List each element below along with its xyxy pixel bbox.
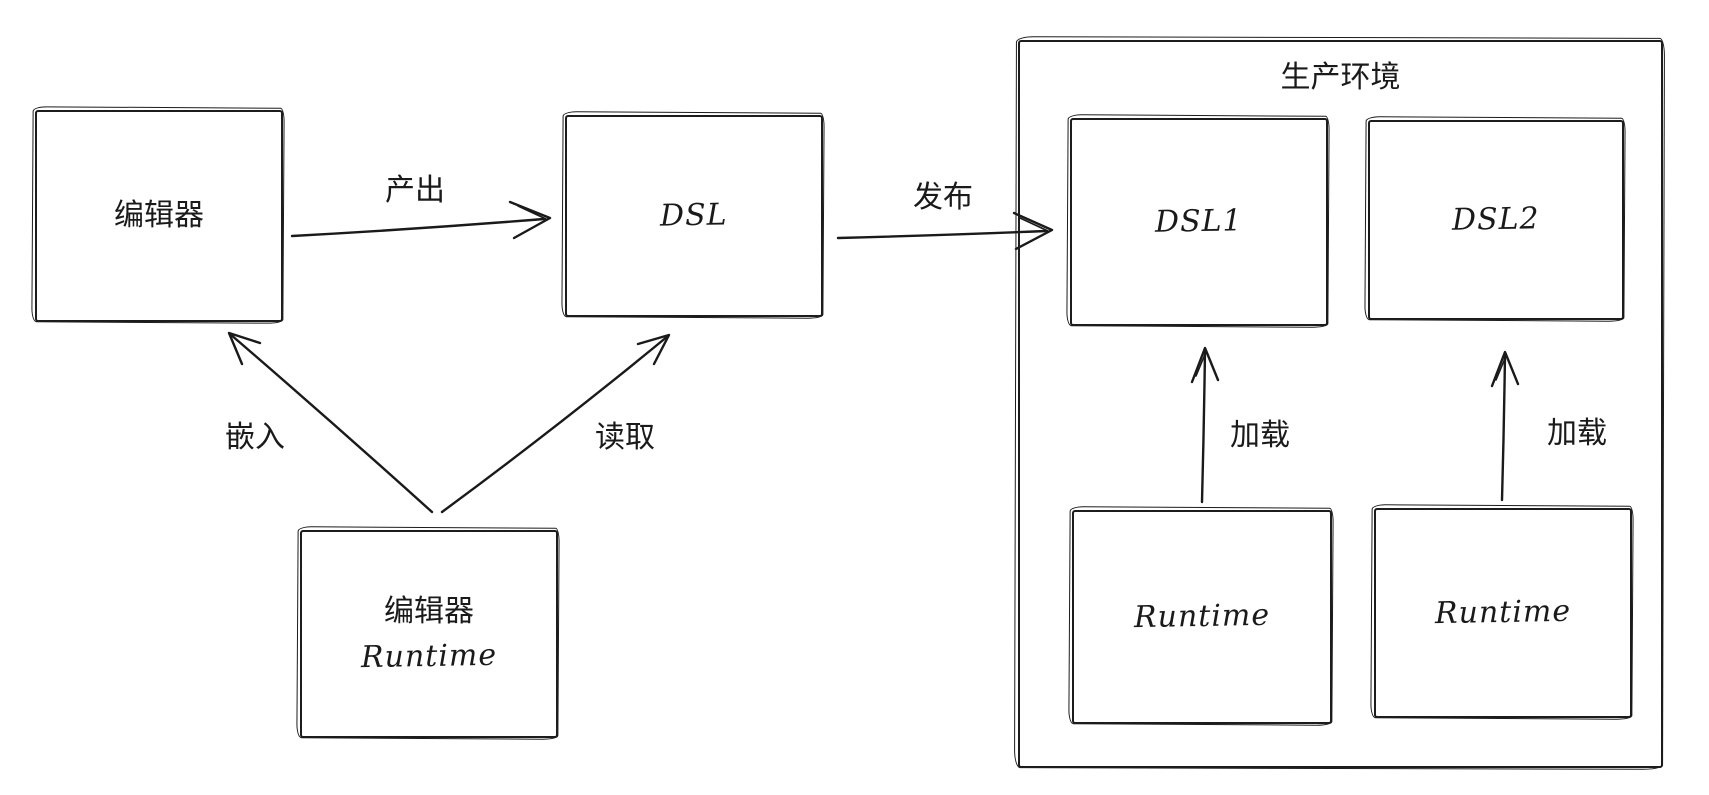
editor-runtime-node: 编辑器 Runtime xyxy=(300,530,558,738)
runtime1-node-label: Runtime xyxy=(1133,598,1271,636)
dsl2-node-label: DSL2 xyxy=(1451,201,1541,239)
embed-edge-label: 嵌入 xyxy=(225,420,285,455)
runtime2-node: Runtime xyxy=(1374,508,1632,718)
dsl1-node-label: DSL1 xyxy=(1154,203,1244,241)
editor-runtime-label-line2: Runtime xyxy=(360,637,498,676)
load1-edge-label: 加载 xyxy=(1230,418,1290,453)
produce-edge-label: 产出 xyxy=(385,173,445,208)
dsl-node: DSL xyxy=(565,115,823,317)
editor-node: 编辑器 xyxy=(35,110,283,322)
production-environment-title: 生产环境 xyxy=(1280,60,1401,95)
dsl2-node: DSL2 xyxy=(1368,120,1624,320)
load2-edge-label: 加载 xyxy=(1547,416,1607,451)
dsl1-node: DSL1 xyxy=(1070,118,1328,326)
runtime2-node-label: Runtime xyxy=(1434,594,1572,632)
publish-edge-label: 发布 xyxy=(913,180,973,215)
editor-node-label: 编辑器 xyxy=(114,198,204,234)
runtime1-node: Runtime xyxy=(1072,510,1332,724)
dsl-node-label: DSL xyxy=(659,197,729,234)
read-edge-label: 读取 xyxy=(595,420,655,455)
editor-runtime-label-line1: 编辑器 xyxy=(384,593,474,629)
